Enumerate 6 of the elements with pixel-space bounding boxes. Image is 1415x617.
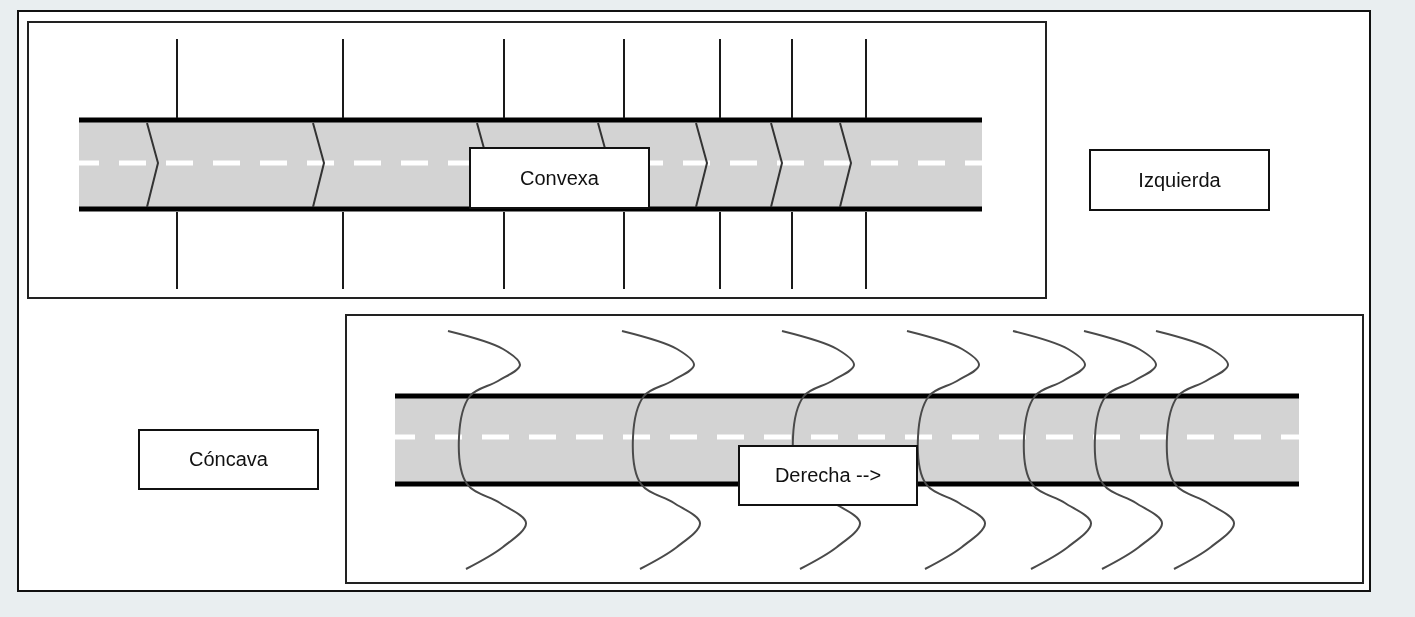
text-label: Cóncava [138, 429, 319, 490]
illustration-panel [345, 314, 1364, 584]
text-label: Izquierda [1089, 149, 1270, 211]
illustration-panel [27, 21, 1047, 299]
text-label: Convexa [469, 147, 650, 209]
text-label: Derecha --> [738, 445, 918, 506]
